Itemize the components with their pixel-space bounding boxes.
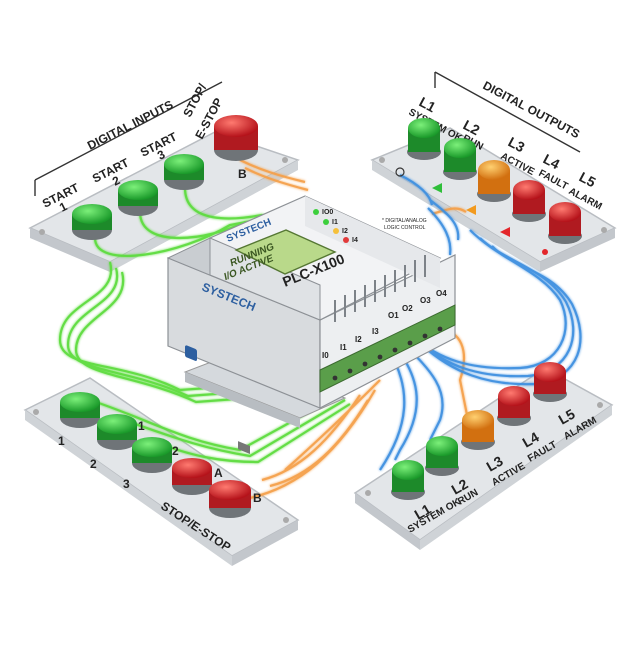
bottom-L5-id: L5 <box>556 405 578 427</box>
terminal-screws <box>332 326 443 381</box>
status-led-label-0: IO0 <box>322 209 333 216</box>
bottom-L4-lamp <box>497 386 531 426</box>
terminal-I0: I0 <box>322 351 329 360</box>
bottom-L1-id: L1 <box>412 500 434 522</box>
top-L4-id: L4 <box>541 151 563 173</box>
status-led-label-1: I1 <box>332 219 338 226</box>
tiny-note-2: LOGIC CONTROL <box>384 225 426 231</box>
top-L3-lamp <box>477 160 511 202</box>
bottom-start3-button[interactable] <box>132 437 172 473</box>
vent-slots <box>334 255 426 322</box>
bottom-mark-1: 1 <box>138 419 145 433</box>
terminal-O2: O2 <box>402 304 413 313</box>
bottom-num-3: 3 <box>123 477 130 491</box>
bottom-output-lights <box>391 362 567 500</box>
bottom-L5-lamp <box>533 362 567 402</box>
bottom-output-panel <box>353 367 614 550</box>
bottom-mark-2: 2 <box>172 444 179 458</box>
bottom-estop-b-button[interactable] <box>209 480 251 518</box>
top-L1-id: L1 <box>417 94 439 116</box>
bottom-num-2: 2 <box>90 457 97 471</box>
blue-output-wires <box>379 174 582 471</box>
tiny-note-1: * DIGITAL/ANALOG <box>382 218 427 224</box>
terminal-O1: O1 <box>388 311 399 320</box>
top-start1-button[interactable] <box>72 204 112 240</box>
bottom-L3-lamp <box>461 410 495 450</box>
top-L1-lamp <box>407 118 441 160</box>
bottom-b-label: B <box>253 491 262 505</box>
arrow-indicator-icons <box>395 167 548 255</box>
bottom-L2-id: L2 <box>449 475 471 497</box>
top-L2-lamp <box>443 138 477 180</box>
top-start2-button[interactable] <box>118 180 158 216</box>
status-led-label-2: I2 <box>342 228 348 235</box>
terminal-I2: I2 <box>355 335 362 344</box>
terminal-O3: O3 <box>420 296 431 305</box>
top-input-buttons <box>72 115 258 240</box>
bottom-start2-button[interactable] <box>97 414 137 450</box>
green-input-wires <box>58 187 351 464</box>
top-L3-id: L3 <box>506 134 528 156</box>
plc-unit: RUNNING I/O ACTIVE SYSTECH PLC-X100 IO0 … <box>166 195 456 455</box>
bottom-L1-lamp <box>391 460 425 500</box>
status-leds: IO0 I1 I2 I4 <box>313 209 358 244</box>
top-L4-lamp <box>512 180 546 222</box>
top-L5-lamp <box>548 202 582 244</box>
top-output-lights <box>395 118 582 255</box>
bottom-input-buttons <box>60 392 251 518</box>
bottom-L4-id: L4 <box>520 428 542 450</box>
bottom-stop-a-button[interactable] <box>172 458 212 495</box>
terminal-I1: I1 <box>340 343 347 352</box>
top-estop-button[interactable] <box>214 115 258 161</box>
bottom-L2-lamp <box>425 436 459 476</box>
bottom-start1-button[interactable] <box>60 392 100 428</box>
terminal-O4: O4 <box>436 289 447 298</box>
top-L2-id: L2 <box>461 117 483 139</box>
top-b-label: B <box>238 167 247 181</box>
terminal-I3: I3 <box>372 327 379 336</box>
systech-logo-icon <box>185 345 197 361</box>
bottom-L3-id: L3 <box>484 452 506 474</box>
top-L5-id: L5 <box>577 169 599 191</box>
bottom-num-1: 1 <box>58 434 65 448</box>
bottom-a-label: A <box>214 466 223 480</box>
status-led-label-3: I4 <box>352 237 358 244</box>
top-start3-button[interactable] <box>164 154 204 190</box>
digital-outputs-title: DIGITAL OUTPUTS <box>481 78 583 141</box>
